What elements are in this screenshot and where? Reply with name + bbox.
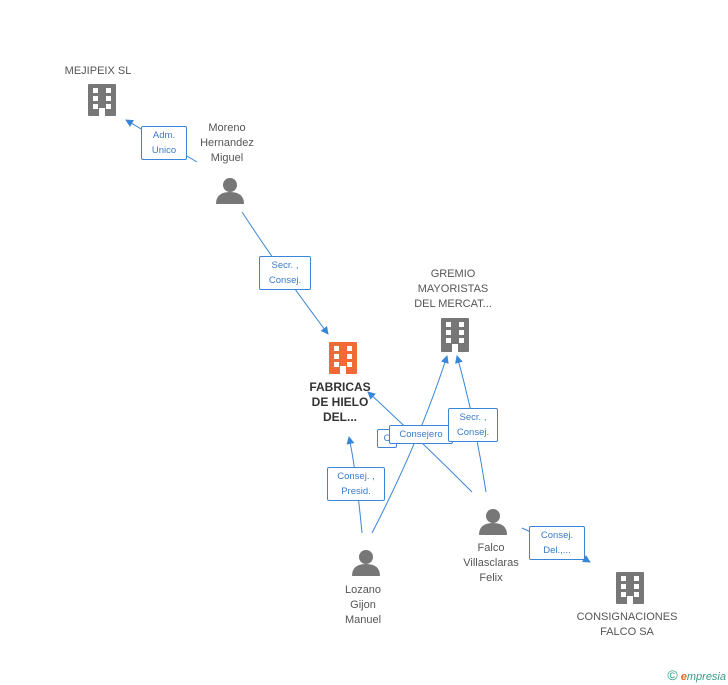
node-label-gremio[interactable]: GREMIO MAYORISTAS DEL MERCAT... xyxy=(403,267,503,312)
label-line: Adm. xyxy=(152,130,176,141)
label-line: Gijon xyxy=(350,599,376,611)
label-line: DEL MERCAT... xyxy=(414,298,492,310)
label-line: DE HIELO xyxy=(311,395,369,409)
label-line: Consej. xyxy=(456,427,490,438)
label-line: Secr. , xyxy=(271,260,299,271)
label-line: Felix xyxy=(479,572,503,584)
label-line: Consej. xyxy=(540,530,574,541)
building-icon xyxy=(616,572,644,604)
person-icon xyxy=(479,509,507,535)
empresia-logo[interactable]: © empresia xyxy=(667,667,726,683)
building-icon xyxy=(441,318,469,352)
node-label-falco[interactable]: Falco Villasclaras Felix xyxy=(446,541,536,586)
main-building-icon xyxy=(329,342,357,374)
label-line: C xyxy=(383,433,391,444)
label-line: Hernandez xyxy=(200,137,254,149)
edge-label-secr-consej-gremio: Secr. , Consej. xyxy=(448,408,498,442)
label-line: Moreno xyxy=(208,122,246,134)
label-line: Manuel xyxy=(344,614,382,626)
node-label-mejipeix[interactable]: MEJIPEIX SL xyxy=(64,65,132,77)
label-line: GREMIO xyxy=(430,268,476,280)
label-line: Falco xyxy=(477,542,505,554)
label-line: Secr. , xyxy=(459,412,487,423)
label-line: Consej. xyxy=(268,275,302,286)
edge-label-consej-presid: Consej. , Presid. xyxy=(327,467,385,501)
label-line: DEL... xyxy=(322,410,357,424)
label-line: Villasclaras xyxy=(463,557,519,569)
node-label-moreno[interactable]: Moreno Hernandez Miguel xyxy=(182,121,272,166)
label-line: Miguel xyxy=(210,152,244,164)
copyright-symbol: © xyxy=(667,667,678,683)
building-icon xyxy=(88,84,116,116)
label-line: Consejero xyxy=(399,429,443,440)
person-icon xyxy=(216,178,244,204)
label-line: Presid. xyxy=(341,486,371,497)
label-line: FABRICAS xyxy=(309,380,371,394)
label-line: MAYORISTAS xyxy=(417,283,489,295)
node-label-lozano[interactable]: Lozano Gijon Manuel xyxy=(318,583,408,628)
label-line: Lozano xyxy=(344,584,382,596)
label-line: Consej. , xyxy=(337,471,375,482)
edge-label-consej-del: Consej. Del.,... xyxy=(529,526,585,560)
brand-name: empresia xyxy=(680,671,726,683)
edge-label-adm-unico: Adm. Unico xyxy=(141,126,187,160)
label-line: Unico xyxy=(151,145,177,156)
label-line: Del.,... xyxy=(543,545,571,556)
person-icon xyxy=(352,550,380,576)
edge-label-secr-consej: Secr. , Consej. xyxy=(259,256,311,290)
edge-label-consejero: Consejero xyxy=(389,425,453,444)
node-label-consignaciones[interactable]: CONSIGNACIONES FALCO SA xyxy=(572,610,682,640)
label-line: FALCO SA xyxy=(600,626,654,638)
label-line: CONSIGNACIONES xyxy=(576,611,678,623)
node-label-fabricas[interactable]: FABRICAS DE HIELO DEL... xyxy=(293,380,387,425)
